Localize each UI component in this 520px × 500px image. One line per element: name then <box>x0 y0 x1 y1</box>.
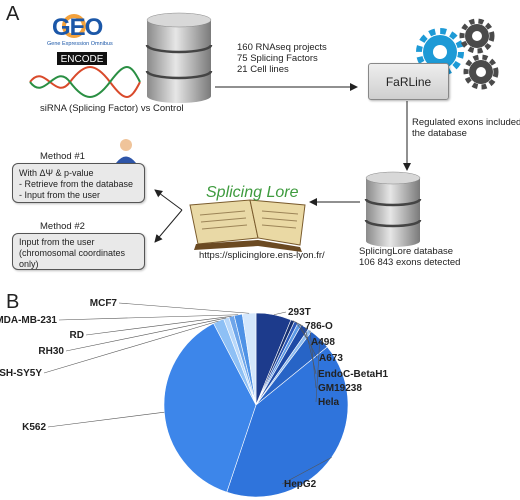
user-icon <box>116 139 136 163</box>
method1-item1: - Retrieve from the database <box>19 179 134 189</box>
encode-logo-text: ENCODE <box>61 54 104 65</box>
method2-line2: (chromosomal coordinates <box>19 248 126 258</box>
geo-logo-text: GEO <box>52 14 103 41</box>
method2-line1: Input from the user <box>19 237 95 247</box>
method2-box: Input from the user (chromosomal coordin… <box>12 233 145 270</box>
regulated-note-line1: Regulated exons included in <box>412 117 520 128</box>
pie-leader-hepg2 <box>281 457 332 485</box>
splicinglore-logo: Splicing Lore <box>189 184 306 252</box>
database-icon-splicinglore <box>364 171 422 247</box>
farline-box: FaRLine <box>368 63 449 100</box>
method2-line3: only) <box>19 259 39 269</box>
pie-label-rd: RD <box>69 330 84 341</box>
pie-label-786-o: 786-O <box>305 321 333 332</box>
gears-icon <box>416 18 499 90</box>
pie-leader-endoc-betah1 <box>304 327 317 375</box>
pie-label-k562: K562 <box>22 422 46 433</box>
method1-line1: With ΔΨ & p-value <box>19 168 94 178</box>
method1-title: Method #1 <box>40 151 85 162</box>
pie-label-hepg2: HepG2 <box>284 479 317 490</box>
pie-leader-hela <box>315 338 321 403</box>
database-caption: SplicingLore database 106 843 exons dete… <box>359 246 460 268</box>
panel-label-b: B <box>6 291 20 313</box>
splicinglore-url: https://splicinglore.ens-lyon.fr/ <box>199 250 325 261</box>
pie-label-rh30: RH30 <box>38 346 64 357</box>
pie-slice-k562 <box>163 322 257 493</box>
pie-leader-mda-mb-231 <box>58 314 239 321</box>
stats-list: 160 RNAseq projects 75 Splicing Factors … <box>237 42 327 75</box>
arrow-to-method1 <box>154 189 183 211</box>
pie-label-293t: 293T <box>288 307 311 318</box>
source-caption: siRNA (Splicing Factor) vs Control <box>40 103 184 114</box>
stat-cell-lines: 21 Cell lines <box>237 64 289 75</box>
encode-logo: ENCODE <box>29 52 141 98</box>
stat-factors: 75 Splicing Factors <box>237 53 318 64</box>
arrow-to-method2 <box>154 209 183 243</box>
farline-label: FaRLine <box>385 74 432 89</box>
regulated-note: Regulated exons included in the database <box>412 117 520 139</box>
pie-leader-sh-sy5y <box>43 320 219 374</box>
pie-label-a498: A498 <box>311 337 335 348</box>
pie-label-sh-sy5y: SH-SY5Y <box>0 368 42 379</box>
pie-leader-rh30 <box>65 317 227 352</box>
stat-projects: 160 RNAseq projects <box>237 42 327 53</box>
pie-label-gm19238: GM19238 <box>318 383 362 394</box>
geo-logo-subtitle: Gene Expression Omnibus <box>47 41 113 47</box>
pie-label-hela: Hela <box>318 397 340 408</box>
pie-chart <box>163 312 349 498</box>
pie-label-mcf7: MCF7 <box>89 298 117 309</box>
regulated-note-line2: the database <box>412 128 467 139</box>
database-caption-count: 106 843 exons detected <box>359 257 461 268</box>
pie-leader-gm19238 <box>309 330 317 389</box>
pie-label-mda-mb-231: MDA-MB-231 <box>0 315 57 326</box>
pie-leader-rd <box>85 316 232 336</box>
splicinglore-logo-text: Splicing Lore <box>206 184 299 201</box>
database-icon-source <box>145 12 213 103</box>
pie-leader-mcf7 <box>118 302 250 314</box>
geo-logo: GEO Gene Expression Omnibus <box>47 14 113 47</box>
pie-leader-293t <box>273 311 287 316</box>
database-caption-title: SplicingLore database <box>359 246 454 257</box>
method1-box: With ΔΨ & p-value - Retrieve from the da… <box>12 163 145 203</box>
pie-leader-k562 <box>47 411 165 428</box>
method2-title: Method #2 <box>40 221 85 232</box>
pie-leader-lines <box>43 302 332 485</box>
method1-item2: - Input from the user <box>19 190 101 200</box>
panel-label-a: A <box>6 3 20 25</box>
pie-leader-786-o <box>292 320 304 327</box>
pie-label-endoc-betah1: EndoC-BetaH1 <box>318 369 389 380</box>
pie-label-a673: A673 <box>319 353 343 364</box>
